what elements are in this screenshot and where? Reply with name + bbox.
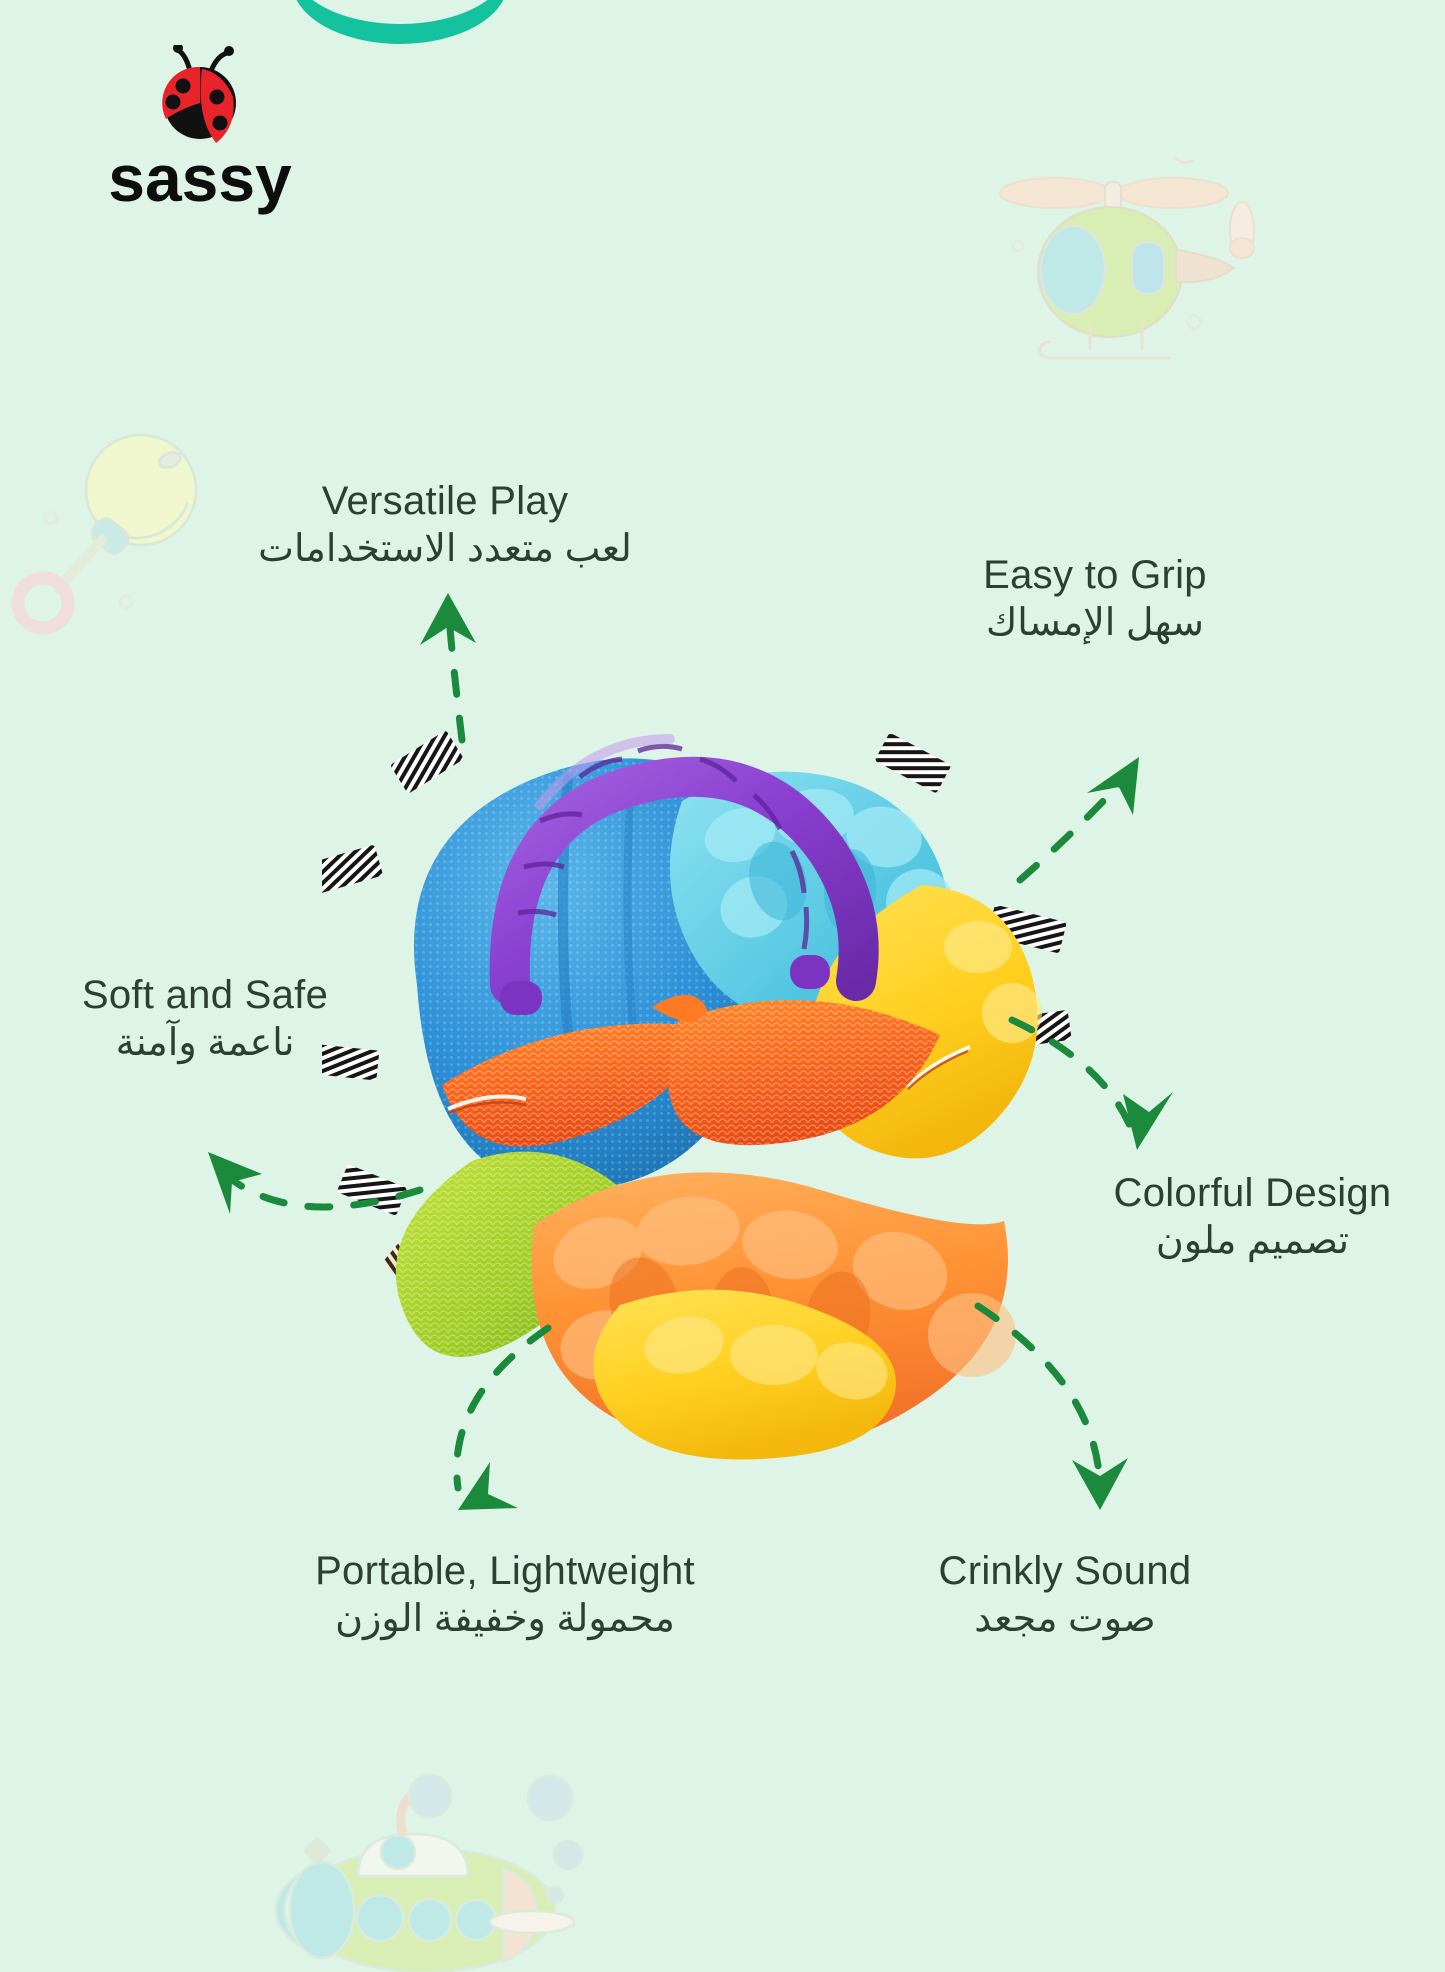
teether-handle — [489, 734, 879, 1015]
feature-ar-easy-to-grip: سهل الإمساك — [985, 602, 1205, 645]
feature-en-soft-and-safe: Soft and Safe — [81, 973, 329, 1017]
ladybug-icon — [162, 45, 236, 143]
feature-label-crinkly-sound: Crinkly Sound صوت مجعد — [915, 1548, 1215, 1642]
orange-knit-section — [442, 994, 971, 1147]
feature-label-colorful-design: Colorful Design تصميم ملون — [1080, 1170, 1425, 1264]
yellow-plush-bottom — [593, 1289, 896, 1460]
feature-en-colorful-design: Colorful Design — [1113, 1171, 1392, 1215]
feature-label-soft-and-safe: Soft and Safe ناعمة وآمنة — [45, 972, 365, 1066]
feature-ar-versatile-play: لعب متعدد الاستخدامات — [258, 528, 632, 571]
feature-ar-crinkly-sound: صوت مجعد — [974, 1598, 1156, 1641]
feature-en-portable-lightweight: Portable, Lightweight — [315, 1549, 695, 1593]
feature-en-versatile-play: Versatile Play — [321, 479, 569, 523]
feature-ar-portable-lightweight: محمولة وخفيفة الوزن — [335, 1598, 675, 1641]
brand-wordmark-text: sassy — [108, 146, 292, 215]
product-photo — [322, 731, 1072, 1460]
feature-label-versatile-play: Versatile Play لعب متعدد الاستخدامات — [230, 478, 660, 572]
green-knit-section — [395, 1151, 622, 1357]
feature-ar-soft-and-safe: ناعمة وآمنة — [115, 1022, 295, 1065]
feature-label-easy-to-grip: Easy to Grip سهل الإمساك — [930, 552, 1260, 646]
brand-wordmark: sassy — [108, 146, 292, 215]
feature-label-portable-lightweight: Portable, Lightweight محمولة وخفيفة الوز… — [280, 1548, 730, 1642]
brand-logo: sassy — [70, 45, 330, 218]
feature-ar-colorful-design: تصميم ملون — [1155, 1220, 1350, 1263]
feature-en-crinkly-sound: Crinkly Sound — [938, 1549, 1192, 1593]
feature-en-easy-to-grip: Easy to Grip — [983, 553, 1207, 597]
